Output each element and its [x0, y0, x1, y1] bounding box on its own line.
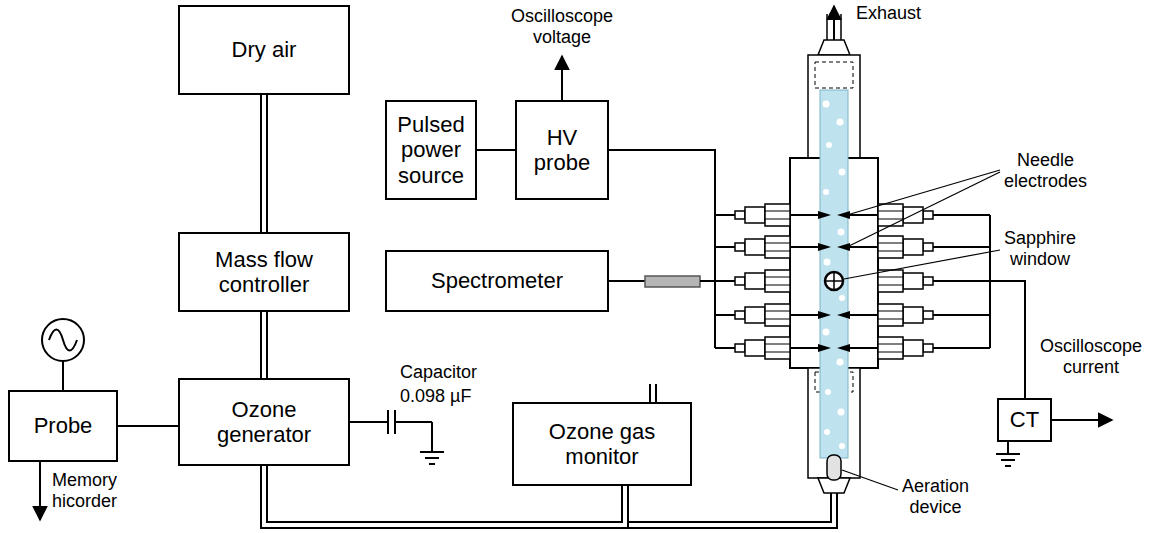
annotation-label: Exhaust — [856, 3, 921, 23]
box-text: Spectrometer — [394, 268, 600, 293]
annotation-label: Oscilloscope current — [1040, 336, 1142, 377]
process-box: Ozone gas monitor — [512, 402, 692, 486]
hv-wiring — [609, 150, 735, 348]
annotation-label-box: Needle electrodes — [1004, 150, 1087, 191]
sapphire-window — [825, 272, 843, 290]
annotation-label: Needle electrodes — [1004, 150, 1087, 191]
process-box: Mass flow controller — [178, 232, 350, 312]
process-box: Pulsed power source — [385, 100, 477, 200]
annotation-label-box: Aeration device — [902, 476, 969, 517]
annotation-label: Capacitor — [400, 362, 477, 382]
gas-pipe — [264, 312, 265, 378]
process-box: HV probe — [515, 100, 609, 200]
output-arrow — [561, 56, 563, 100]
annotation-label-box: 0.098 µF — [400, 386, 471, 407]
needle-electrode — [735, 204, 933, 359]
box-text: Mass flow controller — [187, 247, 341, 298]
process-box: Probe — [8, 390, 118, 462]
annotation-label-box: Exhaust — [856, 3, 921, 24]
box-text: Probe — [17, 413, 109, 438]
box-text: Ozone generator — [187, 397, 341, 448]
box-text: Ozone gas monitor — [521, 419, 683, 470]
annotation-label-box: Oscilloscope voltage — [511, 6, 613, 47]
wire — [477, 150, 515, 151]
annotation-label-box: Sapphire window — [1004, 228, 1076, 269]
process-box: Spectrometer — [385, 250, 609, 312]
annotation-label-box: Capacitor — [400, 362, 477, 383]
annotation-label: Sapphire window — [1004, 228, 1076, 269]
output-arrow — [39, 462, 41, 520]
annotation-label: Memory hicorder — [52, 470, 117, 511]
capacitor-symbol — [350, 410, 444, 464]
optical-fiber — [609, 276, 735, 287]
box-text: Dry air — [187, 37, 341, 62]
reactor-vessel — [790, 6, 878, 493]
wire — [118, 426, 178, 427]
box-text: Pulsed power source — [394, 112, 468, 188]
annotation-label: Aeration device — [902, 476, 969, 517]
annotation-label: Oscilloscope voltage — [511, 6, 613, 47]
leader-line — [842, 170, 1000, 490]
process-box: CT — [997, 398, 1052, 442]
gas-pipe — [264, 95, 265, 232]
output-arrow — [1052, 419, 1112, 421]
ac-source-symbol — [42, 319, 84, 390]
process-box: Ozone generator — [178, 378, 350, 466]
annotation-label-box: Oscilloscope current — [1040, 336, 1142, 377]
box-text: HV probe — [524, 125, 600, 176]
box-text: CT — [1006, 407, 1043, 432]
process-box: Dry air — [178, 5, 350, 95]
annotation-label: 0.098 µF — [400, 386, 471, 406]
annotation-label-box: Memory hicorder — [52, 470, 117, 511]
